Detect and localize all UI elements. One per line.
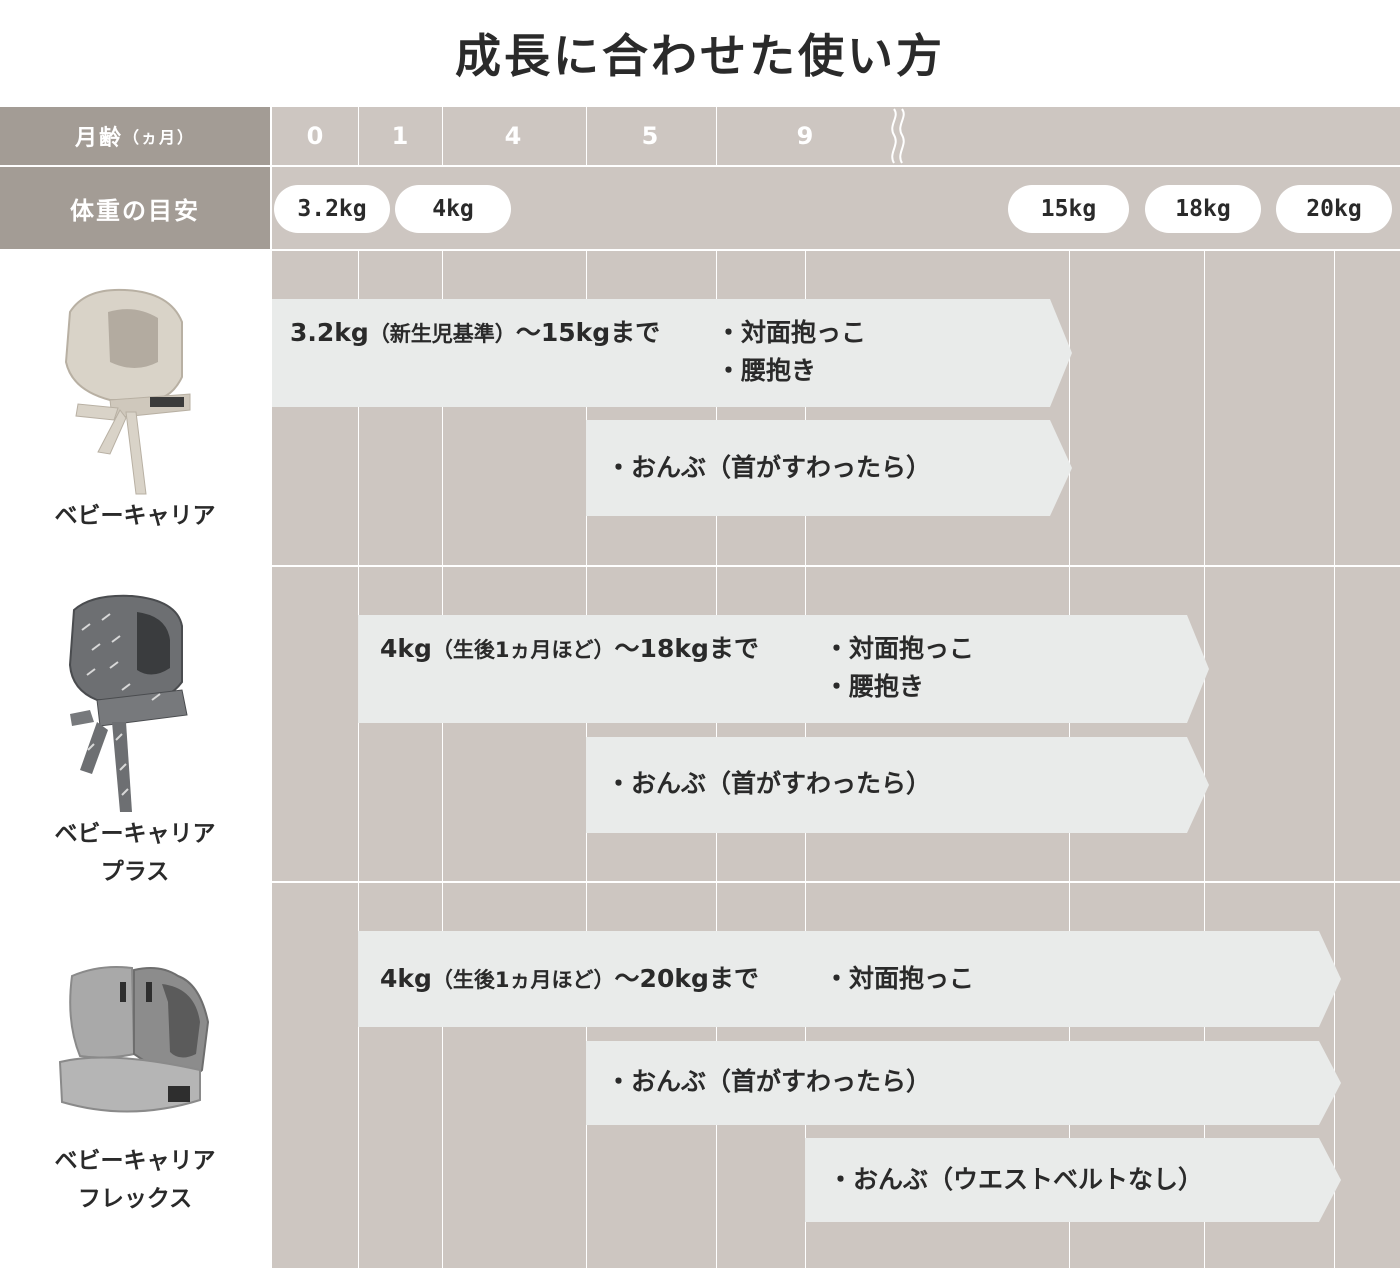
usage-bar-carrier-flex-front: [358, 931, 1341, 1027]
weight-pill-20kg: 20kg: [1276, 185, 1392, 233]
mode-back-carrier-plus: ・おんぶ（首がすわったら）: [606, 769, 932, 798]
range-text-carrier: 3.2kg（新生児基準）～15kgまで: [290, 318, 661, 347]
weight-pill-3-2kg: 3.2kg: [274, 185, 390, 233]
mode-back-carrier-flex: ・おんぶ（首がすわったら）: [606, 1067, 932, 1096]
product-name-carrier-plus-line1: ベビーキャリア: [54, 821, 216, 847]
month-4: 4: [504, 122, 522, 150]
usage-bar-carrier-back: [586, 420, 1072, 516]
usage-bar-carrier-plus-front: [358, 615, 1209, 723]
month-5: 5: [641, 122, 659, 150]
product-name-carrier-flex-line1: ベビーキャリア: [54, 1148, 216, 1174]
baby-carrier-flex-image: [58, 966, 210, 1113]
mode-back-carrier: ・おんぶ（首がすわったら）: [606, 453, 932, 482]
weight-pill-18kg: 18kg: [1145, 185, 1261, 233]
mode-hip-carrier: ・腰抱き: [716, 356, 817, 385]
age-header-band: [272, 107, 1400, 165]
usage-bar-carrier-front: [272, 299, 1072, 407]
month-1: 1: [391, 122, 409, 150]
product-name-carrier: ベビーキャリア: [54, 503, 216, 529]
month-0: 0: [306, 122, 324, 150]
mode-face-carrier-flex: ・対面抱っこ: [824, 964, 975, 993]
range-text-carrier-plus: 4kg（生後1ヵ月ほど）～18kgまで: [380, 634, 759, 663]
weight-label: 体重の目安: [70, 196, 200, 225]
mode-face-carrier-plus: ・対面抱っこ: [824, 634, 975, 663]
month-9: 9: [796, 122, 814, 150]
weight-label-cell: 体重の目安: [0, 167, 270, 249]
page-title: 成長に合わせた使い方: [455, 29, 945, 83]
mode-face-carrier: ・対面抱っこ: [716, 318, 867, 347]
baby-carrier-image: [64, 288, 191, 495]
axis-break-icon: [891, 108, 905, 164]
weight-pill-4kg: 4kg: [395, 185, 511, 233]
age-label: 月齢: [74, 126, 123, 151]
range-text-carrier-flex: 4kg（生後1ヵ月ほど）～20kgまで: [380, 964, 759, 993]
age-label-cell: 月齢（ヵ月）: [0, 107, 270, 165]
usage-bar-carrier-flex-back: [586, 1041, 1341, 1125]
usage-bar-carrier-plus-back: [586, 737, 1209, 833]
mode-hip-carrier-plus: ・腰抱き: [824, 672, 925, 701]
weight-pill-15kg: 15kg: [1008, 185, 1129, 233]
age-unit: （ヵ月）: [123, 128, 196, 147]
usage-bar-carrier-flex-back-nobelt: [805, 1138, 1341, 1222]
baby-carrier-plus-image: [68, 594, 188, 812]
product-name-carrier-flex-line2: フレックス: [77, 1186, 193, 1212]
mode-back-nobelt-carrier-flex: ・おんぶ（ウエストベルトなし）: [828, 1165, 1204, 1194]
product-name-carrier-plus-line2: プラス: [100, 859, 170, 885]
